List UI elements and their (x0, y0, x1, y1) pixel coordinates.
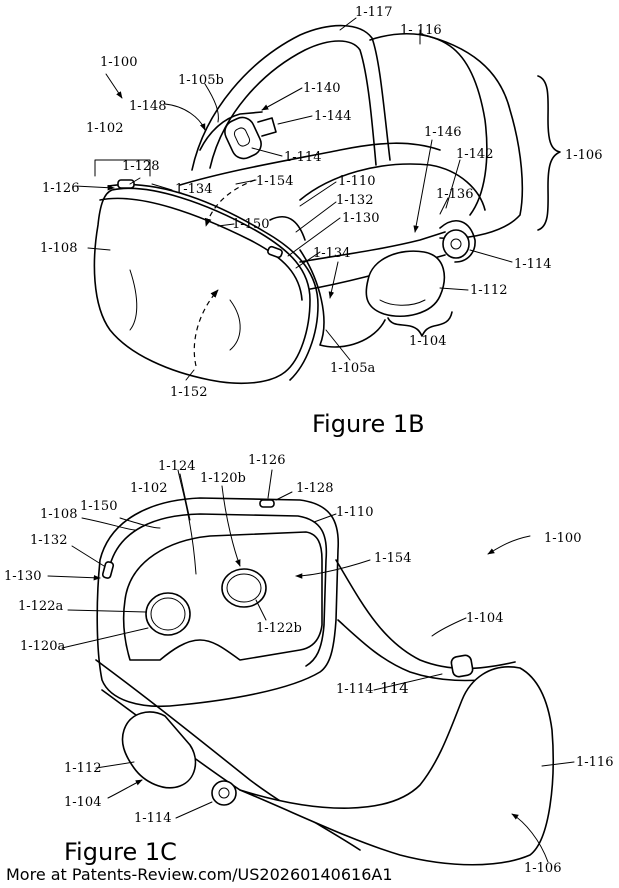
fig1c-label-114: 114 (380, 679, 409, 697)
fig1b-label-1-126: 1-126 (42, 181, 79, 196)
fig1c-label-1-120b: 1-120b (200, 471, 246, 486)
fig1b-label-1-148: 1-148 (129, 99, 166, 114)
fig1c-label-1-108: 1-108 (40, 507, 77, 522)
fig1c-label-1-122a: 1-122a (18, 599, 63, 614)
fig1b-label-1-102: 1-102 (86, 121, 123, 136)
fig1b-label-1-134-top: 1-134 (175, 182, 212, 197)
fig1c-label-1-128: 1-128 (296, 481, 333, 496)
fig1c-label-1-106: 1-106 (524, 861, 561, 876)
fig1c-label-1-116: 1-116 (576, 755, 613, 770)
fig1b-label-1-134-bottom: 1-134 (313, 246, 350, 261)
fig1b-label-1-105a: 1-105a (330, 361, 375, 376)
figure-1c-drawing (47, 469, 575, 866)
fig1b-label-1-136: 1-136 (436, 187, 473, 202)
fig1c-label-1-122b: 1-122b (256, 621, 302, 636)
fig1c-label-1-124: 1-124 (158, 459, 195, 474)
fig1b-label-1-106: 1-106 (565, 148, 602, 163)
fig1b-label-1-114-right: 1-114 (514, 257, 551, 272)
fig1b-label-1-132: 1-132 (336, 193, 373, 208)
fig1b-label-1-128: 1-128 (122, 159, 159, 174)
fig1c-label-1-120a: 1-120a (20, 639, 65, 654)
fig1c-label-1-150: 1-150 (80, 499, 117, 514)
fig1b-label-1-144: 1-144 (314, 109, 351, 124)
fig1c-label-1-114-left: 1-114 (134, 811, 171, 826)
fig1c-label-1-104-right: 1-104 (466, 611, 503, 626)
figure-1b-drawing (74, 17, 561, 385)
fig1b-label-1-108: 1-108 (40, 241, 77, 256)
fig1b-label-1-110: 1-110 (338, 174, 375, 189)
fig1b-label-1-142: 1-142 (456, 147, 493, 162)
fig1c-label-1-112: 1-112 (64, 761, 101, 776)
fig1c-label-1-100: 1-100 (544, 531, 581, 546)
figure-1b-title: Figure 1B (312, 410, 425, 438)
fig1b-label-1-130: 1-130 (342, 211, 379, 226)
fig1c-label-1-132: 1-132 (30, 533, 67, 548)
fig1b-label-1-114-top: 1-114 (284, 150, 321, 165)
fig1b-label-1-117: 1-117 (355, 5, 392, 20)
fig1b-label-1-152: 1-152 (170, 385, 207, 400)
fig1b-label-1-150: 1-150 (232, 217, 269, 232)
fig1c-label-1-114-right: 1-114 (336, 682, 373, 697)
figure-1c-title: Figure 1C (64, 838, 177, 866)
fig1b-label-1-112: 1-112 (470, 283, 507, 298)
fig1c-label-1-102: 1-102 (130, 481, 167, 496)
fig1b-label-1-116: 1- 116 (400, 23, 442, 38)
fig1c-label-1-126: 1-126 (248, 453, 285, 468)
footer-source-text: More at Patents-Review.com/US20260140616… (6, 865, 393, 884)
fig1c-label-1-154: 1-154 (374, 551, 411, 566)
fig1b-label-1-100: 1-100 (100, 55, 137, 70)
fig1c-label-1-110: 1-110 (336, 505, 373, 520)
fig1c-label-1-104-left: 1-104 (64, 795, 101, 810)
fig1b-label-1-104: 1-104 (409, 334, 446, 349)
fig1b-label-1-105b: 1-105b (178, 73, 224, 88)
fig1c-label-1-130: 1-130 (4, 569, 41, 584)
fig1b-label-1-146: 1-146 (424, 125, 461, 140)
fig1b-label-1-140: 1-140 (303, 81, 340, 96)
fig1b-label-1-154: 1-154 (256, 174, 293, 189)
